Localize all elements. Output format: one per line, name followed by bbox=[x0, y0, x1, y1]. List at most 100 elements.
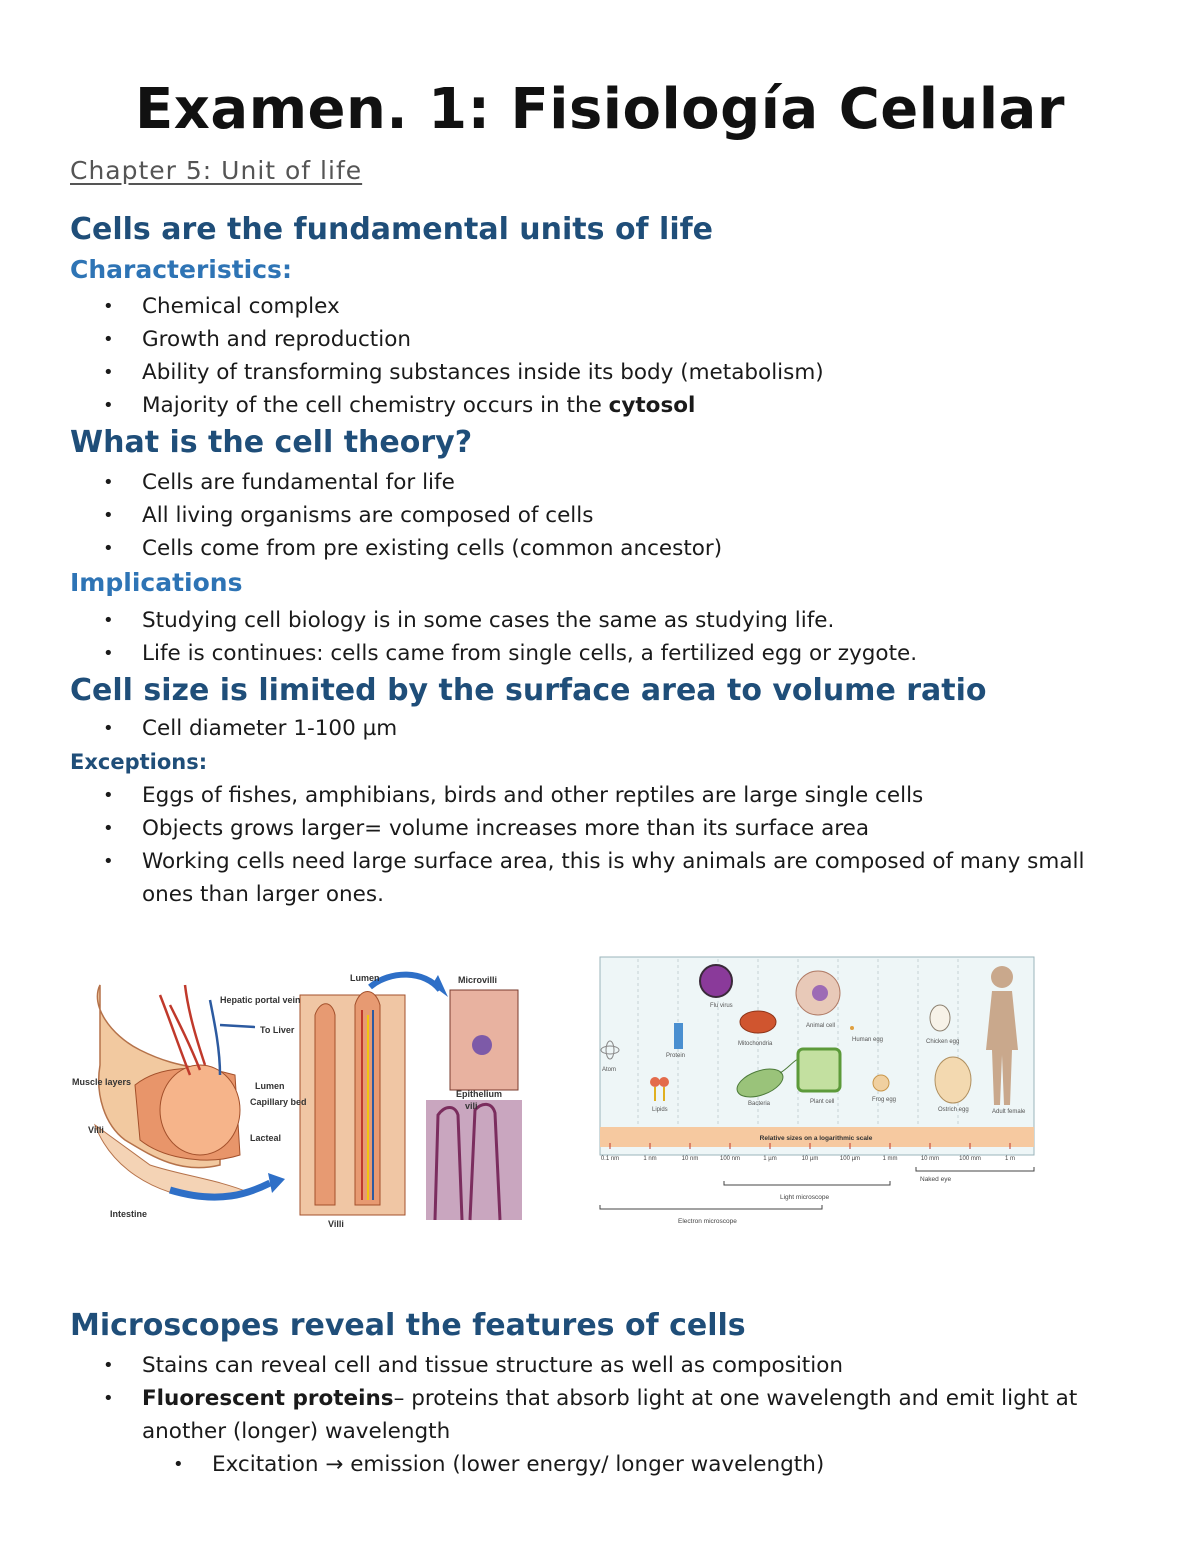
protein-illustration bbox=[674, 1023, 683, 1049]
label-ostrich-egg: Ostrich egg bbox=[938, 1107, 969, 1113]
page-title: Examen. 1: Fisiología Celular bbox=[135, 77, 1065, 142]
label-chicken-egg: Chicken egg bbox=[926, 1039, 959, 1045]
label-lacteal: Lacteal bbox=[250, 1133, 281, 1143]
heading-cell-theory: What is the cell theory? bbox=[70, 425, 473, 460]
subheading-implications: Implications bbox=[70, 568, 243, 597]
scale-tick-label: 100 mm bbox=[959, 1156, 981, 1162]
frog-egg-illustration bbox=[872, 1074, 890, 1092]
list-item-text: – proteins that absorb light at one wave… bbox=[142, 1386, 1078, 1444]
label-protein: Protein bbox=[666, 1053, 685, 1059]
scale-tick-label: 0.1 nm bbox=[601, 1156, 619, 1162]
exceptions-list: Eggs of fishes, amphibians, birds and ot… bbox=[70, 779, 1130, 911]
scale-tick-label: 100 nm bbox=[720, 1156, 740, 1162]
list-item: Life is continues: cells came from singl… bbox=[70, 637, 1130, 670]
label-villi-bottom: Villi bbox=[328, 1219, 344, 1229]
label-adult-female: Adult female bbox=[992, 1109, 1026, 1115]
bold-term-cytosol: cytosol bbox=[608, 393, 696, 418]
ostrich-egg-illustration bbox=[934, 1056, 972, 1104]
scale-tick-label: 100 µm bbox=[840, 1156, 860, 1162]
heading-cells: Cells are the fundamental units of life bbox=[70, 212, 714, 247]
histology-villi bbox=[433, 1102, 502, 1221]
label-electron-microscope: Electron microscope bbox=[678, 1218, 737, 1225]
label-flu-virus: Flu virus bbox=[710, 1003, 733, 1009]
subheading-exceptions: Exceptions: bbox=[70, 750, 208, 774]
subheading-characteristics: Characteristics: bbox=[70, 255, 292, 284]
list-item: Cells are fundamental for life bbox=[70, 466, 1130, 499]
scale-tick-label: 1 nm bbox=[643, 1156, 656, 1162]
list-item: Cells come from pre existing cells (comm… bbox=[70, 532, 1130, 565]
label-to-liver: To Liver bbox=[260, 1025, 295, 1035]
flu-virus-illustration bbox=[699, 964, 733, 998]
list-item: Chemical complex bbox=[70, 290, 1130, 323]
range-brackets bbox=[599, 1167, 1035, 1210]
scale-ticks: 0.1 nm 1 nm 10 nm 100 nm 1 µm 10 µm 100 µm 1 mm… bbox=[601, 1143, 1015, 1162]
label-epithelium: Epithelium bbox=[456, 1089, 502, 1099]
heading-cell-size: Cell size is limited by the surface area… bbox=[70, 673, 987, 708]
implications-list: Studying cell biology is in some cases t… bbox=[70, 604, 1130, 670]
list-item: Studying cell biology is in some cases t… bbox=[70, 604, 1130, 637]
zoom-arrow bbox=[168, 1179, 272, 1201]
list-item: Cell diameter 1-100 µm bbox=[70, 712, 1130, 745]
label-villi-left: Villi bbox=[88, 1125, 104, 1135]
scale-tick-label: 10 mm bbox=[921, 1156, 939, 1162]
plant-cell-illustration bbox=[796, 1047, 842, 1093]
cell-size-list: Cell diameter 1-100 µm bbox=[70, 712, 1130, 745]
label-lipids: Lipids bbox=[652, 1107, 668, 1113]
label-atom: Atom bbox=[602, 1067, 616, 1073]
zoom-arrowhead bbox=[268, 1173, 285, 1193]
label-intestine: Intestine bbox=[110, 1209, 147, 1219]
chapter-heading: Chapter 5: Unit of life bbox=[70, 156, 363, 185]
label-human-egg: Human egg bbox=[852, 1037, 883, 1043]
label-microvilli: Microvilli bbox=[458, 975, 497, 985]
label-bacteria: Bacteria bbox=[748, 1101, 771, 1107]
chicken-egg-illustration bbox=[929, 1004, 951, 1032]
log-scale-bar bbox=[600, 1127, 1034, 1147]
label-animal-cell: Animal cell bbox=[806, 1023, 835, 1029]
mitochondria-illustration bbox=[739, 1010, 777, 1034]
label-naked-eye: Naked eye bbox=[920, 1176, 951, 1183]
label-muscle-layers: Muscle layers bbox=[72, 1077, 131, 1087]
scale-tick-label: 1 m bbox=[1005, 1156, 1015, 1162]
log-scale-label: Relative sizes on a logarithmic scale bbox=[760, 1135, 873, 1142]
list-item: Excitation → emission (lower energy/ lon… bbox=[70, 1448, 1130, 1481]
villus-left bbox=[314, 1003, 336, 1206]
scale-tick-label: 10 nm bbox=[682, 1156, 699, 1162]
characteristics-list: Chemical complex Growth and reproduction… bbox=[70, 290, 1130, 422]
label-hepatic-portal-vein: Hepatic portal vein bbox=[220, 995, 301, 1005]
label-villi-micro: vili bbox=[465, 1101, 478, 1111]
list-item: Fluorescent proteins– proteins that abso… bbox=[70, 1382, 1130, 1448]
adult-female-illustration bbox=[986, 966, 1018, 1105]
atom-illustration bbox=[600, 1040, 620, 1060]
list-item: Ability of transforming substances insid… bbox=[70, 356, 1130, 389]
epithelium-nucleus bbox=[472, 1035, 492, 1055]
list-item: Stains can reveal cell and tissue struct… bbox=[70, 1349, 1130, 1382]
human-egg-illustration bbox=[850, 1026, 854, 1030]
cell-theory-list: Cells are fundamental for life All livin… bbox=[70, 466, 1130, 565]
intestine-lumen-shape bbox=[159, 1064, 241, 1156]
scale-tick-label: 1 µm bbox=[763, 1156, 776, 1162]
list-item: Objects grows larger= volume increases m… bbox=[70, 812, 1130, 845]
bacteria-illustration bbox=[736, 1056, 804, 1098]
list-item: Growth and reproduction bbox=[70, 323, 1130, 356]
relative-sizes-figure: Atom Protein Lipids Flu virus Mitochondr… bbox=[599, 956, 1035, 1225]
scale-tick-label: 10 µm bbox=[802, 1156, 819, 1162]
list-item: Eggs of fishes, amphibians, birds and ot… bbox=[70, 779, 1130, 812]
list-item: All living organisms are composed of cel… bbox=[70, 499, 1130, 532]
organism-labels: Atom Protein Lipids Flu virus Mitochondr… bbox=[602, 1003, 1026, 1115]
animal-cell-nucleus bbox=[812, 985, 828, 1001]
zoom-arrowhead-2 bbox=[432, 975, 448, 997]
blood-vessels-red bbox=[158, 984, 207, 1076]
list-item: Majority of the cell chemistry occurs in… bbox=[70, 389, 1130, 422]
label-light-microscope: Light microscope bbox=[780, 1194, 830, 1201]
scale-tick-label: 1 mm bbox=[883, 1156, 898, 1162]
label-capillary-bed: Capillary bed bbox=[250, 1097, 307, 1107]
intestine-villi-figure: Hepatic portal vein To Liver Muscle laye… bbox=[72, 971, 522, 1229]
microscopes-list: Stains can reveal cell and tissue struct… bbox=[70, 1349, 1130, 1448]
label-lumen-top: Lumen bbox=[350, 973, 380, 983]
lipids-illustration bbox=[650, 1077, 669, 1101]
zoom-arrow-2 bbox=[368, 971, 443, 992]
label-mitochondria: Mitochondria bbox=[738, 1041, 773, 1047]
label-plant-cell: Plant cell bbox=[810, 1099, 834, 1105]
heading-microscopes: Microscopes reveal the features of cells bbox=[70, 1308, 746, 1343]
